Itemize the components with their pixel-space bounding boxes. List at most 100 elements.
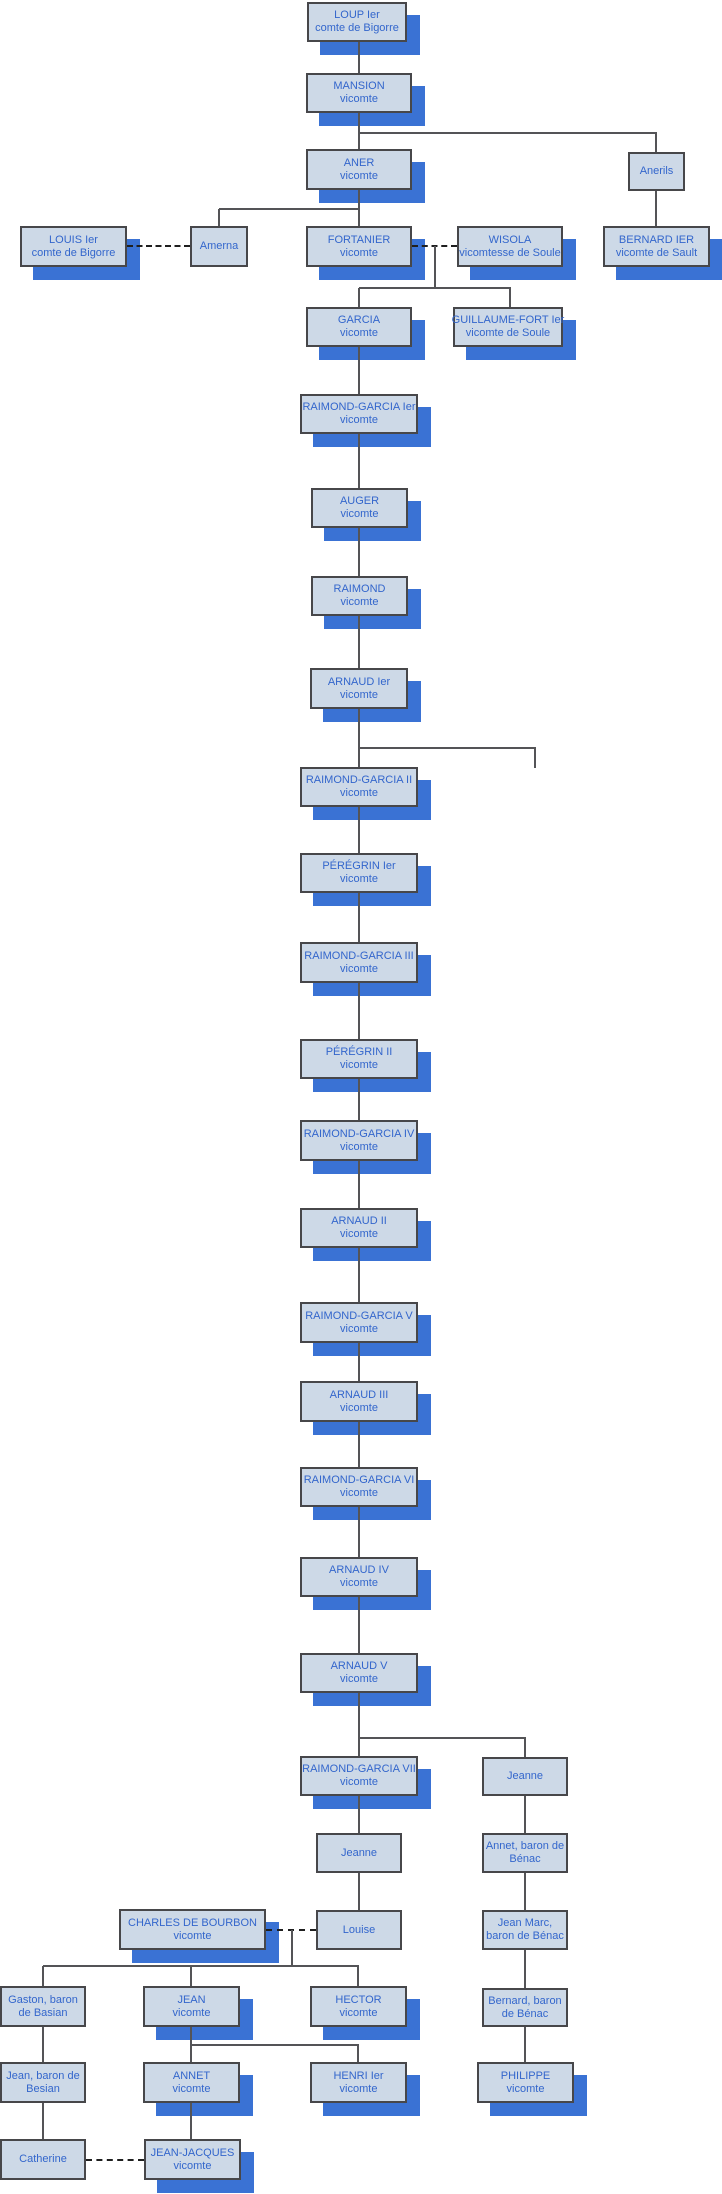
- connector-vertical: [358, 1873, 360, 1910]
- tree-node-loup-ier: LOUP Ier comte de Bigorre: [307, 2, 407, 42]
- node-name: RAIMOND-GARCIA IV: [303, 1127, 415, 1140]
- connector-vertical: [524, 1873, 526, 1910]
- node-name: Anerils: [639, 165, 674, 177]
- connector-horizontal: [359, 287, 511, 289]
- node-title: vicomte: [340, 327, 378, 339]
- node-title: vicomte: [506, 2082, 545, 2095]
- tree-node-arnaud-ii: ARNAUD II vicomte: [300, 1208, 418, 1248]
- tree-node-jeanne-benac: Jeanne: [482, 1757, 568, 1796]
- node-title: vicomte: [340, 688, 378, 701]
- connector-vertical: [358, 528, 360, 576]
- connector-vertical: [190, 2045, 192, 2062]
- node-name: RAIMOND-GARCIA II: [305, 774, 413, 786]
- tree-node-raimond-garcia-iv: RAIMOND-GARCIA IV vicomte: [300, 1120, 418, 1161]
- tree-node-jeanne: Jeanne: [316, 1833, 402, 1873]
- node-name: Jeanne: [340, 1846, 378, 1859]
- node-title: de Bénac: [501, 2007, 549, 2020]
- tree-node-raimond-garcia-ier: RAIMOND-GARCIA Ier vicomte: [300, 394, 418, 434]
- node-name: WISOLA: [488, 233, 532, 246]
- connector-vertical: [190, 1966, 192, 1986]
- tree-node-raimond-garcia-vii: RAIMOND-GARCIA VII vicomte: [300, 1756, 418, 1796]
- node-name: PÉRÉGRIN II: [325, 1046, 393, 1058]
- connector-marriage-dashed: [86, 2159, 144, 2161]
- node-title: baron de Bénac: [486, 1930, 564, 1942]
- node-title: Bénac: [509, 1853, 541, 1865]
- node-title: vicomte: [340, 246, 378, 259]
- tree-node-jean-marc-benac: Jean Marc, baron de Bénac: [482, 1910, 568, 1950]
- tree-node-hector: HECTOR vicomte: [310, 1986, 407, 2027]
- connector-vertical: [358, 893, 360, 942]
- tree-node-jean: JEAN vicomte: [143, 1986, 240, 2027]
- node-name: Gaston, baron: [8, 1993, 78, 2006]
- tree-node-anerils: Anerils: [628, 152, 685, 191]
- node-name: HENRI Ier: [333, 2069, 384, 2082]
- node-name: Annet, baron de: [485, 1840, 565, 1852]
- tree-node-raimond: RAIMOND vicomte: [311, 576, 408, 616]
- connector-vertical: [524, 2027, 526, 2062]
- connector-vertical: [434, 246, 436, 288]
- connector-vertical: [358, 1422, 360, 1467]
- tree-node-mansion: MANSION vicomte: [306, 73, 412, 113]
- tree-node-bernard-baron-benac: Bernard, baron de Bénac: [482, 1988, 568, 2027]
- tree-node-peregrin-ii: PÉRÉGRIN II vicomte: [300, 1039, 418, 1079]
- node-title: vicomte: [340, 787, 378, 799]
- connector-vertical: [190, 2103, 192, 2139]
- node-name: CHARLES DE BOURBON: [128, 1916, 257, 1929]
- tree-node-bernard-ier: BERNARD IER vicomte de Sault: [603, 226, 710, 267]
- node-name: LOUP Ier: [334, 9, 380, 21]
- node-name: RAIMOND-GARCIA III: [304, 949, 414, 962]
- connector-vertical: [358, 42, 360, 73]
- node-name: Bernard, baron: [488, 1994, 562, 2007]
- connector-vertical: [42, 2103, 44, 2139]
- node-name: RAIMOND-GARCIA VII: [302, 1763, 416, 1775]
- node-title: vicomte: [339, 2006, 378, 2019]
- tree-node-auger: AUGER vicomte: [311, 488, 408, 528]
- node-name: Louise: [342, 1923, 376, 1936]
- node-title: vicomte: [340, 962, 378, 975]
- connector-vertical: [534, 748, 536, 768]
- node-title: vicomte: [172, 2082, 211, 2095]
- connector-vertical: [509, 288, 511, 307]
- node-title: vicomtesse de Soule: [459, 246, 561, 259]
- tree-node-henri-ier: HENRI Ier vicomte: [310, 2062, 407, 2103]
- connector-vertical: [358, 1507, 360, 1557]
- connector-vertical: [358, 983, 360, 1039]
- connector-vertical: [357, 2045, 359, 2062]
- node-title: vicomte: [340, 1776, 378, 1788]
- node-name: Amerna: [199, 240, 239, 252]
- connector-vertical: [358, 288, 360, 307]
- node-name: Jean, baron de: [6, 2069, 80, 2082]
- connector-vertical: [655, 191, 657, 226]
- connector-vertical: [358, 1161, 360, 1208]
- node-name: LOUIS Ier: [49, 233, 98, 246]
- tree-node-louis-ier: LOUIS Ier comte de Bigorre: [20, 226, 127, 267]
- node-name: HECTOR: [335, 1993, 382, 2006]
- node-title: de Basian: [18, 2006, 68, 2019]
- connector-horizontal: [359, 132, 657, 134]
- tree-node-jean-jacques: JEAN-JACQUES vicomte: [144, 2139, 241, 2180]
- tree-node-catherine: Catherine: [0, 2139, 86, 2180]
- connector-horizontal: [219, 208, 360, 210]
- connector-vertical: [218, 209, 220, 226]
- connector-vertical: [358, 616, 360, 668]
- node-title: vicomte: [340, 1059, 378, 1071]
- tree-node-annet-baron-benac: Annet, baron de Bénac: [482, 1833, 568, 1873]
- tree-node-raimond-garcia-vi: RAIMOND-GARCIA VI vicomte: [300, 1467, 418, 1507]
- tree-node-raimond-garcia-ii: RAIMOND-GARCIA II vicomte: [300, 767, 418, 807]
- connector-vertical: [524, 1796, 526, 1833]
- connector-horizontal: [43, 1965, 359, 1967]
- node-name: Catherine: [19, 2153, 67, 2165]
- connector-vertical: [358, 347, 360, 394]
- node-title: vicomte: [172, 2006, 211, 2019]
- node-title: vicomte de Sault: [615, 246, 698, 259]
- node-name: JEAN: [177, 1993, 206, 2006]
- node-name: GARCIA: [337, 314, 381, 326]
- node-title: vicomte: [340, 873, 378, 885]
- node-title: vicomte: [340, 414, 378, 426]
- tree-node-guillaume-fort-ier: GUILLAUME-FORT Ier vicomte de Soule: [452, 307, 564, 347]
- node-name: RAIMOND-GARCIA VI: [303, 1474, 415, 1486]
- node-title: vicomte: [340, 1401, 378, 1414]
- node-name: RAIMOND: [333, 583, 386, 595]
- tree-node-wisola: WISOLA vicomtesse de Soule: [457, 226, 563, 267]
